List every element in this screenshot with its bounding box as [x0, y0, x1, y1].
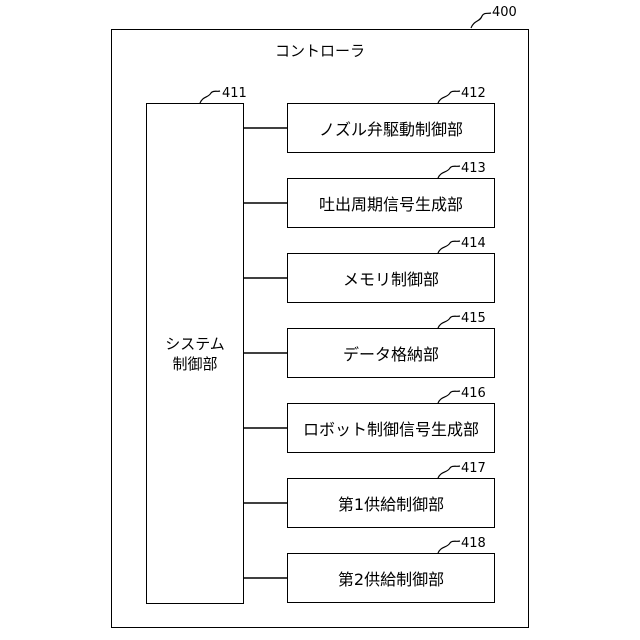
- unit-ref-418: 418: [461, 536, 486, 551]
- unit-label-414: メモリ制御部: [343, 266, 439, 290]
- unit-box-417: 第1供給制御部: [287, 478, 495, 528]
- unit-ref-414: 414: [461, 236, 486, 251]
- unit-label-413: 吐出周期信号生成部: [319, 191, 463, 215]
- system-control-ref: 411: [222, 86, 247, 101]
- unit-box-414: メモリ制御部: [287, 253, 495, 303]
- unit-ref-413: 413: [461, 161, 486, 176]
- unit-label-412: ノズル弁駆動制御部: [319, 116, 463, 140]
- leader-400: [471, 13, 491, 28]
- system-control-label-line2: 制御部: [172, 354, 217, 374]
- unit-ref-416: 416: [461, 386, 486, 401]
- unit-box-416: ロボット制御信号生成部: [287, 403, 495, 453]
- unit-box-415: データ格納部: [287, 328, 495, 378]
- controller-ref: 400: [492, 5, 517, 20]
- unit-label-415: データ格納部: [343, 341, 439, 365]
- unit-label-418: 第2供給制御部: [338, 566, 444, 590]
- unit-ref-415: 415: [461, 311, 486, 326]
- unit-box-412: ノズル弁駆動制御部: [287, 103, 495, 153]
- unit-label-417: 第1供給制御部: [338, 491, 444, 515]
- unit-box-413: 吐出周期信号生成部: [287, 178, 495, 228]
- unit-box-418: 第2供給制御部: [287, 553, 495, 603]
- system-control-box: システム 制御部: [146, 103, 244, 604]
- system-control-label-line1: システム: [165, 334, 225, 354]
- unit-ref-412: 412: [461, 86, 486, 101]
- unit-label-416: ロボット制御信号生成部: [303, 416, 479, 440]
- controller-title: コントローラ: [270, 40, 370, 61]
- unit-ref-417: 417: [461, 461, 486, 476]
